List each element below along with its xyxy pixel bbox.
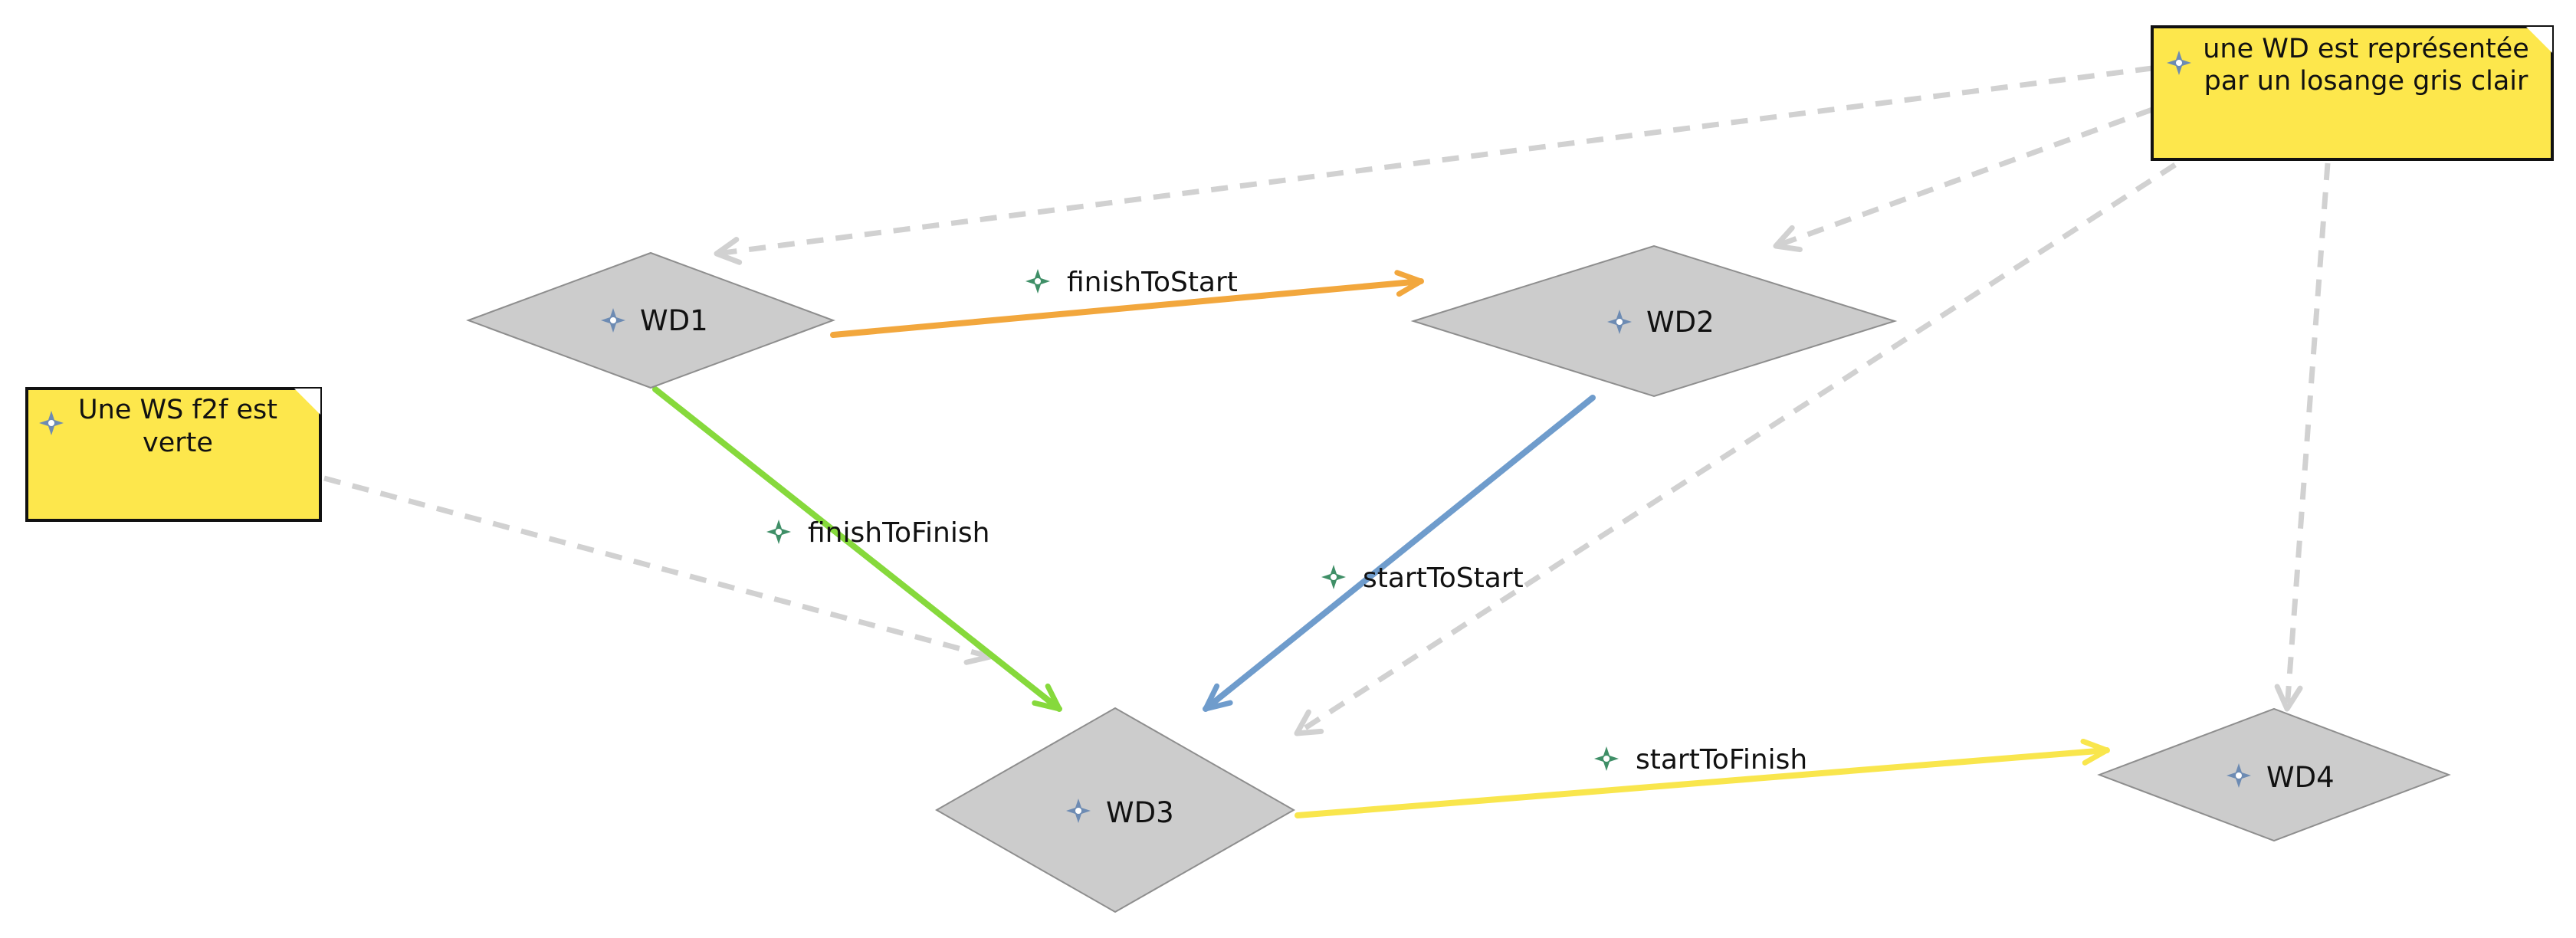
node-wd1-diamond[interactable]: [466, 251, 835, 389]
node-wd3-label: WD3: [1106, 796, 1174, 829]
note-ws-box[interactable]: [25, 387, 322, 522]
note-link-note-wd-to-wd1[interactable]: [716, 65, 2153, 257]
edge-finish-to-start-icon-center: [1035, 278, 1041, 284]
node-wd4-label: WD4: [2266, 761, 2335, 794]
edge-finish-to-start-arrowhead: [1394, 270, 1424, 297]
edge-finish-to-finish-line[interactable]: [652, 386, 1062, 712]
note-wd-line-1: une WD est représentée: [2203, 34, 2529, 64]
edge-finish-to-start-line[interactable]: [830, 278, 1424, 338]
note-links: [323, 65, 2331, 736]
note-ws-f2f[interactable]: Une WS f2f est verte: [25, 387, 322, 522]
node-wd3-diamond[interactable]: [934, 707, 1296, 913]
node-wd3-icon-center: [1075, 808, 1081, 814]
note-link-note-ws-to-wd3[interactable]: [323, 475, 991, 660]
edge-label-finish-to-start[interactable]: finishToStart: [1025, 267, 1238, 298]
edge-label-start-to-start[interactable]: startToStart: [1321, 562, 1524, 594]
note-link-note-wd-to-wd4[interactable]: [2284, 162, 2331, 710]
note-link-note-wd-to-wd4-arrowhead: [2274, 684, 2303, 712]
node-wd2-diamond[interactable]: [1410, 244, 1898, 398]
note-ws-icon-center: [48, 420, 54, 426]
edge-finish-to-finish-icon-center: [776, 529, 782, 535]
edge-finish-to-finish-label: finishToFinish: [808, 517, 989, 549]
edge-start-to-finish-label: startToFinish: [1636, 744, 1807, 776]
edge-label-start-to-finish[interactable]: startToFinish: [1594, 744, 1807, 776]
node-wd2[interactable]: WD2: [1410, 244, 1898, 398]
note-link-note-wd-to-wd3[interactable]: [1295, 162, 2177, 736]
note-link-note-wd-to-wd3-arrowhead: [1294, 709, 1324, 736]
note-link-note-wd-to-wd1-arrowhead: [714, 237, 743, 265]
note-ws-fold: [294, 389, 320, 415]
edge-labels: finishToStart finishToFinish startToStar…: [766, 267, 1807, 776]
diagram-notes: une WD est représentée par un losange gr…: [25, 25, 2554, 522]
node-wd2-label: WD2: [1646, 306, 1715, 339]
edge-finish-to-start-label: finishToStart: [1067, 267, 1238, 298]
node-wd1[interactable]: WD1: [466, 251, 835, 389]
node-wd4-diamond[interactable]: [2097, 707, 2451, 842]
node-wd4-icon-center: [2236, 772, 2242, 779]
note-ws-line-1: Une WS f2f est: [78, 395, 277, 425]
diagram-nodes: WD1 WD2 WD3 WD4: [466, 244, 2451, 913]
edge-start-to-start-icon-center: [1331, 574, 1337, 580]
edge-start-to-start-arrowhead: [1203, 683, 1233, 712]
edge-start-to-start-label: startToStart: [1363, 562, 1524, 594]
note-wd-representation[interactable]: une WD est représentée par un losange gr…: [2151, 25, 2554, 161]
node-wd1-icon-center: [610, 317, 616, 323]
edge-start-to-finish-icon-center: [1603, 756, 1610, 762]
dependency-edges: [652, 270, 2110, 818]
note-wd-line-2: par un losange gris clair: [2204, 66, 2528, 97]
note-wd-icon-center: [2176, 60, 2182, 66]
node-wd1-label: WD1: [640, 304, 708, 337]
note-ws-line-2: verte: [143, 428, 213, 458]
node-wd4[interactable]: WD4: [2097, 707, 2451, 842]
note-link-note-wd-to-wd2[interactable]: [1774, 107, 2154, 249]
node-wd3[interactable]: WD3: [934, 707, 1296, 913]
edge-start-to-start-line[interactable]: [1203, 395, 1596, 712]
edge-start-to-finish-line[interactable]: [1295, 747, 2110, 818]
edge-finish-to-finish-arrowhead: [1032, 683, 1062, 712]
note-wd-fold: [2526, 27, 2552, 53]
edge-start-to-finish-arrowhead: [2080, 738, 2110, 766]
node-wd2-icon-center: [1616, 319, 1623, 325]
edge-label-finish-to-finish[interactable]: finishToFinish: [766, 517, 989, 549]
note-wd-box[interactable]: [2151, 25, 2554, 161]
note-link-note-wd-to-wd2-arrowhead: [1773, 225, 1803, 253]
